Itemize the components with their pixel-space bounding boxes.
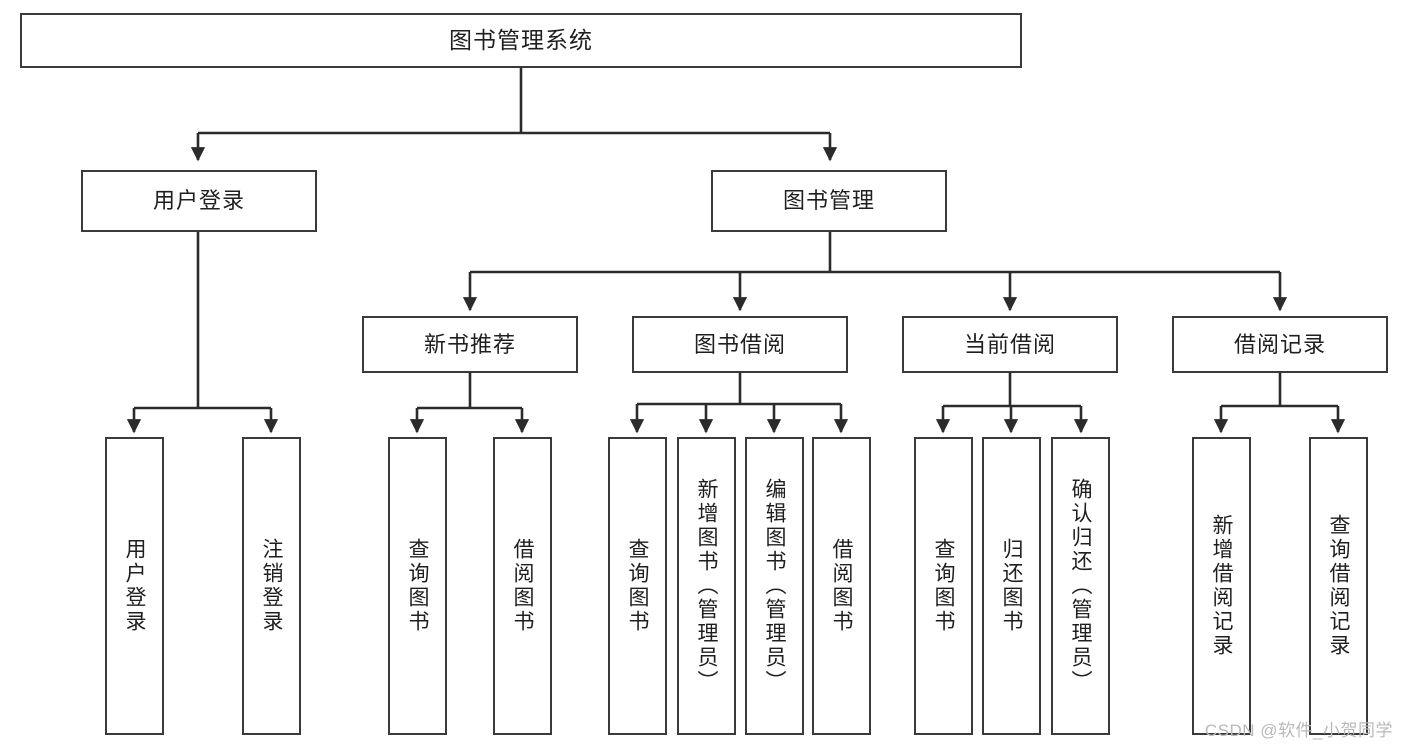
leaf-current-borrow-return[interactable]: 归还图书: [982, 437, 1041, 735]
node-label: 新增图书（管理员）: [695, 478, 719, 694]
node-label: 借阅记录: [1233, 331, 1326, 357]
node-label: 用户登录: [123, 538, 147, 634]
node-label: 查询图书: [406, 538, 430, 634]
leaf-borrow-record-query[interactable]: 查询借阅记录: [1309, 437, 1368, 735]
leaf-current-borrow-confirm[interactable]: 确认归还（管理员）: [1051, 437, 1110, 735]
leaf-book-borrow-lend[interactable]: 借阅图书: [812, 437, 871, 735]
node-label: 用户登录: [152, 188, 245, 214]
leaf-current-borrow-query[interactable]: 查询图书: [914, 437, 973, 735]
leaf-user-login-signout[interactable]: 注销登录: [242, 437, 301, 735]
node-user-login[interactable]: 用户登录: [81, 170, 317, 232]
node-label: 新增借阅记录: [1210, 514, 1234, 658]
leaf-user-login-signin[interactable]: 用户登录: [105, 437, 164, 735]
leaf-book-borrow-query[interactable]: 查询图书: [608, 437, 667, 735]
node-book-borrow[interactable]: 图书借阅: [632, 316, 848, 373]
leaf-borrow-record-add[interactable]: 新增借阅记录: [1192, 437, 1251, 735]
node-label: 借阅图书: [511, 538, 535, 634]
node-book-management[interactable]: 图书管理: [711, 170, 947, 232]
node-label: 查询图书: [932, 538, 956, 634]
node-label: 图书管理: [782, 188, 875, 214]
node-label: 编辑图书（管理员）: [763, 478, 787, 694]
leaf-book-borrow-edit[interactable]: 编辑图书（管理员）: [745, 437, 804, 735]
node-root-system[interactable]: 图书管理系统: [20, 13, 1022, 68]
node-label: 图书管理系统: [449, 27, 593, 54]
node-current-borrow[interactable]: 当前借阅: [902, 316, 1118, 373]
leaf-new-book-query[interactable]: 查询图书: [388, 437, 447, 735]
leaf-book-borrow-add[interactable]: 新增图书（管理员）: [677, 437, 736, 735]
node-label: 借阅图书: [830, 538, 854, 634]
node-label: 当前借阅: [963, 331, 1056, 357]
node-label: 查询图书: [626, 538, 650, 634]
node-borrow-record[interactable]: 借阅记录: [1172, 316, 1388, 373]
node-label: 注销登录: [260, 538, 284, 634]
node-label: 查询借阅记录: [1327, 514, 1351, 658]
node-new-book-recommend[interactable]: 新书推荐: [362, 316, 578, 373]
leaf-new-book-borrow[interactable]: 借阅图书: [493, 437, 552, 735]
watermark-text: CSDN @软件_小贺同学: [1204, 721, 1393, 740]
node-label: 确认归还（管理员）: [1069, 478, 1093, 694]
node-label: 图书借阅: [693, 331, 786, 357]
node-label: 新书推荐: [423, 331, 516, 357]
node-label: 归还图书: [1000, 538, 1024, 634]
